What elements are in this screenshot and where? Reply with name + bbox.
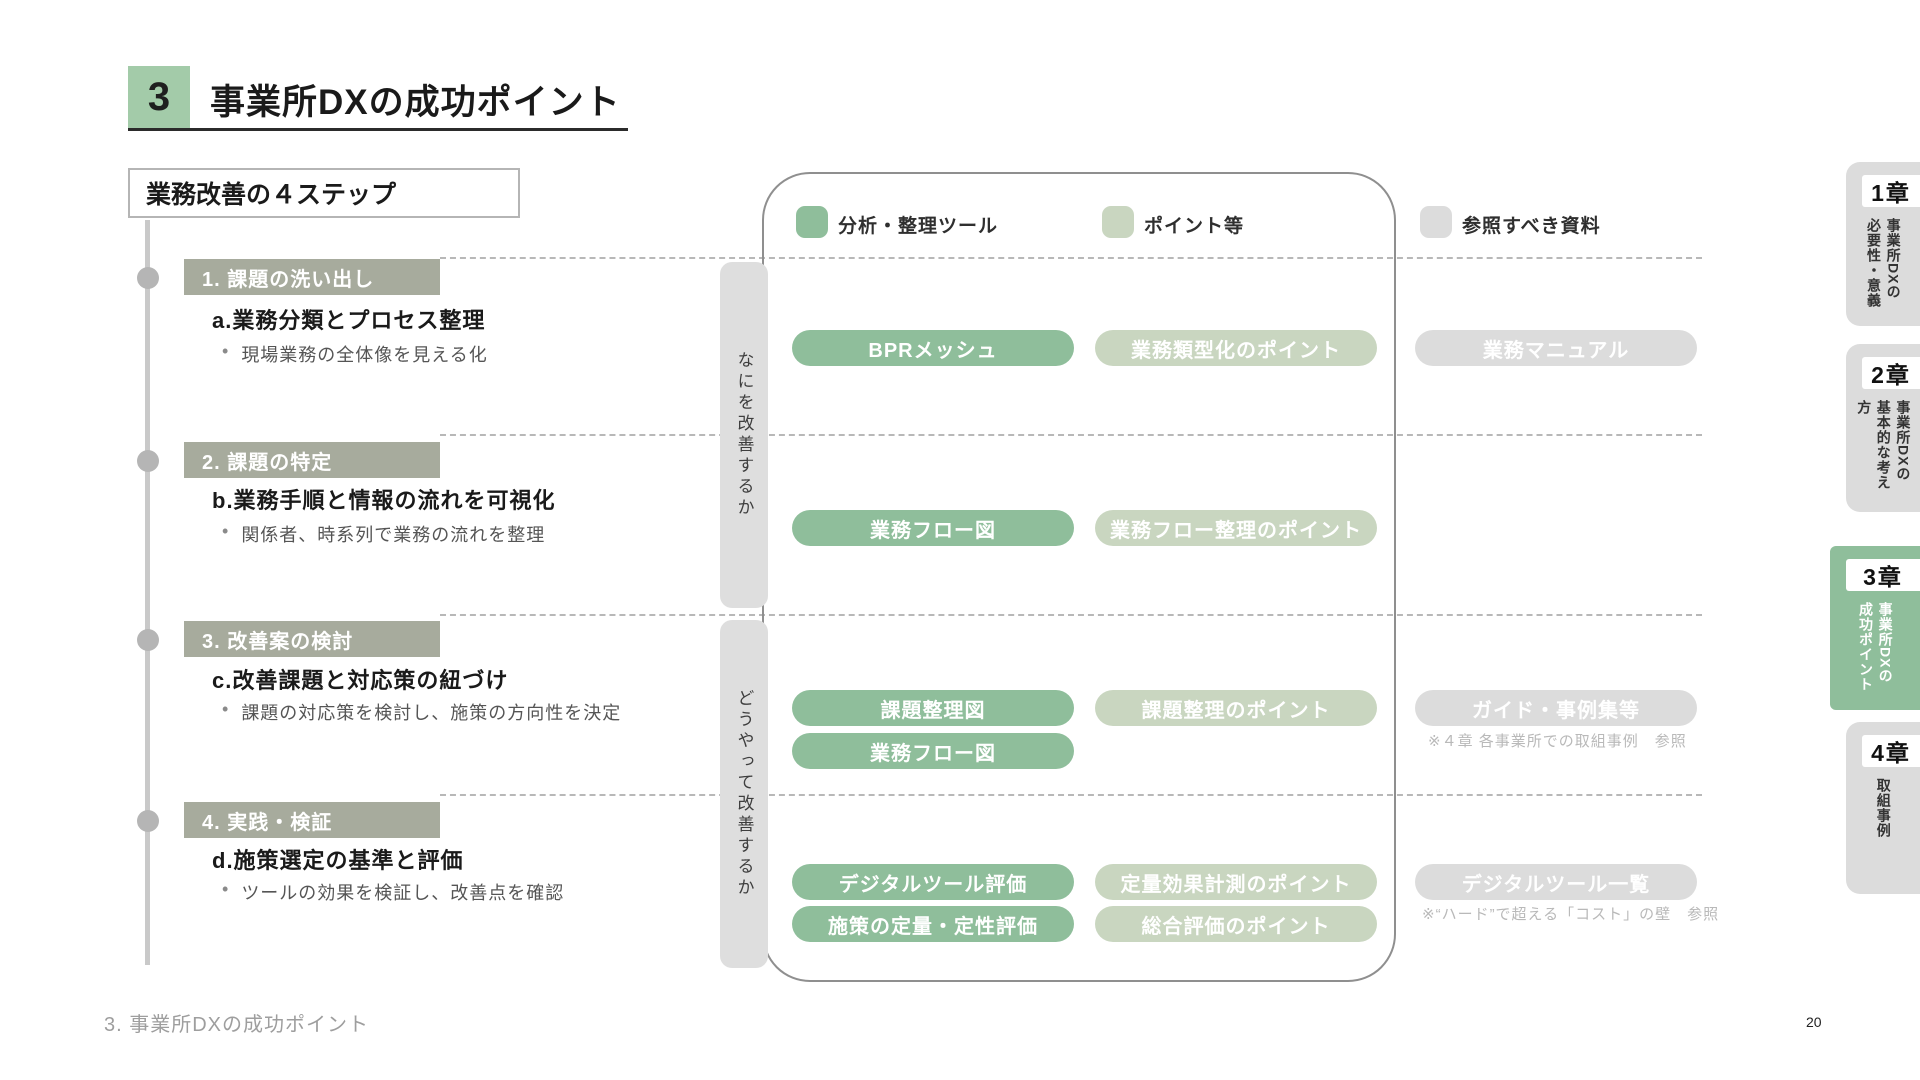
- phase-bar-what-label: なにを改善するか: [734, 351, 754, 519]
- bullet-dot: •: [222, 879, 230, 899]
- doc-pill: 業務マニュアル: [1415, 330, 1697, 366]
- chapter3-title-line2: 成功ポイント: [1858, 602, 1874, 692]
- title-underline: [128, 128, 628, 131]
- point-pill: 課題整理のポイント: [1095, 690, 1377, 726]
- reference-note: ※“ハード”で超える「コスト」の壁 参照: [1422, 906, 1720, 923]
- step-3-subtitle: c.改善課題と対応策の紐づけ: [212, 668, 509, 693]
- sidebar-tab-chapter2[interactable]: 2章 事業所DXの 基本的な考え方: [1846, 344, 1920, 512]
- footer-breadcrumb: 3. 事業所DXの成功ポイント: [104, 1014, 370, 1036]
- chapter1-label: 1章: [1862, 175, 1920, 207]
- dashed-separator-2: [440, 434, 1702, 436]
- step-2-header: 2. 課題の特定: [184, 442, 440, 478]
- chapter3-title-line1: 事業所DXの: [1877, 602, 1894, 684]
- phase-bar-how-label: どうやって改善するか: [734, 689, 754, 899]
- chapter4-title-line1: 取組事例: [1875, 778, 1892, 838]
- sidebar-tab-chapter4[interactable]: 4章 取組事例: [1846, 722, 1920, 894]
- legend-swatch-docs: [1420, 206, 1452, 238]
- point-pill: 業務フロー整理のポイント: [1095, 510, 1377, 546]
- tool-pill: 業務フロー図: [792, 733, 1074, 769]
- steps-panel-title: 業務改善の４ステップ: [128, 168, 520, 218]
- phase-bar-how-to-improve: どうやって改善するか: [720, 620, 768, 968]
- step-4-bullet-text: ツールの効果を検証し、改善点を確認: [241, 883, 565, 903]
- legend-label-tools: 分析・整理ツール: [838, 216, 999, 237]
- legend-label-docs: 参照すべき資料: [1462, 216, 1601, 237]
- chapter1-title-line2: 必要性・意義: [1866, 218, 1882, 308]
- dashed-separator-1: [440, 257, 1702, 259]
- matrix-panel: [762, 172, 1396, 982]
- step-3-bullet: • 課題の対応策を検討し、施策の方向性を決定: [222, 699, 621, 725]
- point-pill: 総合評価のポイント: [1095, 906, 1377, 942]
- legend-label-points: ポイント等: [1144, 216, 1245, 237]
- tool-pill: デジタルツール評価: [792, 864, 1074, 900]
- step-1-subtitle: a.業務分類とプロセス整理: [212, 308, 486, 333]
- legend-swatch-points: [1102, 206, 1134, 238]
- step-4-marker-dot: [137, 810, 159, 832]
- step-4-bullet: • ツールの効果を検証し、改善点を確認: [222, 879, 564, 905]
- step-1-marker-dot: [137, 267, 159, 289]
- chapter-number-badge: 3: [128, 66, 190, 128]
- tool-pill: 施策の定量・定性評価: [792, 906, 1074, 942]
- doc-pill: デジタルツール一覧: [1415, 864, 1697, 900]
- step-2-marker-dot: [137, 450, 159, 472]
- legend-swatch-tools: [796, 206, 828, 238]
- step-4-subtitle: d.施策選定の基準と評価: [212, 848, 464, 873]
- dashed-separator-3: [440, 614, 1702, 616]
- bullet-dot: •: [222, 341, 230, 361]
- page-title: 事業所DXの成功ポイント: [210, 83, 621, 122]
- chapter4-label: 4章: [1862, 735, 1920, 767]
- dashed-separator-4: [440, 794, 1702, 796]
- step-4-header: 4. 実践・検証: [184, 802, 440, 838]
- bullet-dot: •: [222, 699, 230, 719]
- point-pill: 業務類型化のポイント: [1095, 330, 1377, 366]
- tool-pill: BPRメッシュ: [792, 330, 1074, 366]
- sidebar-tab-chapter3[interactable]: 3章 事業所DXの 成功ポイント: [1830, 546, 1920, 710]
- point-pill: 定量効果計測のポイント: [1095, 864, 1377, 900]
- reference-note: ※４章 各事業所での取組事例 参照: [1428, 733, 1687, 750]
- step-3-marker-dot: [137, 629, 159, 651]
- tool-pill: 業務フロー図: [792, 510, 1074, 546]
- chapter2-label: 2章: [1862, 357, 1920, 389]
- step-2-subtitle: b.業務手順と情報の流れを可視化: [212, 488, 556, 513]
- chapter2-title-line1: 事業所DXの: [1895, 400, 1912, 482]
- step-3-bullet-text: 課題の対応策を検討し、施策の方向性を決定: [241, 703, 622, 723]
- page-number: 20: [1806, 1014, 1822, 1030]
- step-1-header: 1. 課題の洗い出し: [184, 259, 440, 295]
- sidebar-tab-chapter1[interactable]: 1章 事業所DXの 必要性・意義: [1846, 162, 1920, 326]
- chapter1-title-line1: 事業所DXの: [1885, 218, 1902, 300]
- chapter3-label: 3章: [1846, 559, 1920, 591]
- step-1-bullet: • 現場業務の全体像を見える化: [222, 341, 488, 367]
- phase-bar-what-to-improve: なにを改善するか: [720, 262, 768, 608]
- chapter2-title-line2: 基本的な考え方: [1856, 400, 1892, 490]
- step-2-bullet: • 関係者、時系列で業務の流れを整理: [222, 521, 545, 547]
- bullet-dot: •: [222, 521, 230, 541]
- timeline-line: [145, 220, 150, 965]
- tool-pill: 課題整理図: [792, 690, 1074, 726]
- doc-pill: ガイド・事例集等: [1415, 690, 1697, 726]
- step-1-bullet-text: 現場業務の全体像を見える化: [241, 345, 488, 365]
- step-2-bullet-text: 関係者、時系列で業務の流れを整理: [241, 525, 546, 545]
- step-3-header: 3. 改善案の検討: [184, 621, 440, 657]
